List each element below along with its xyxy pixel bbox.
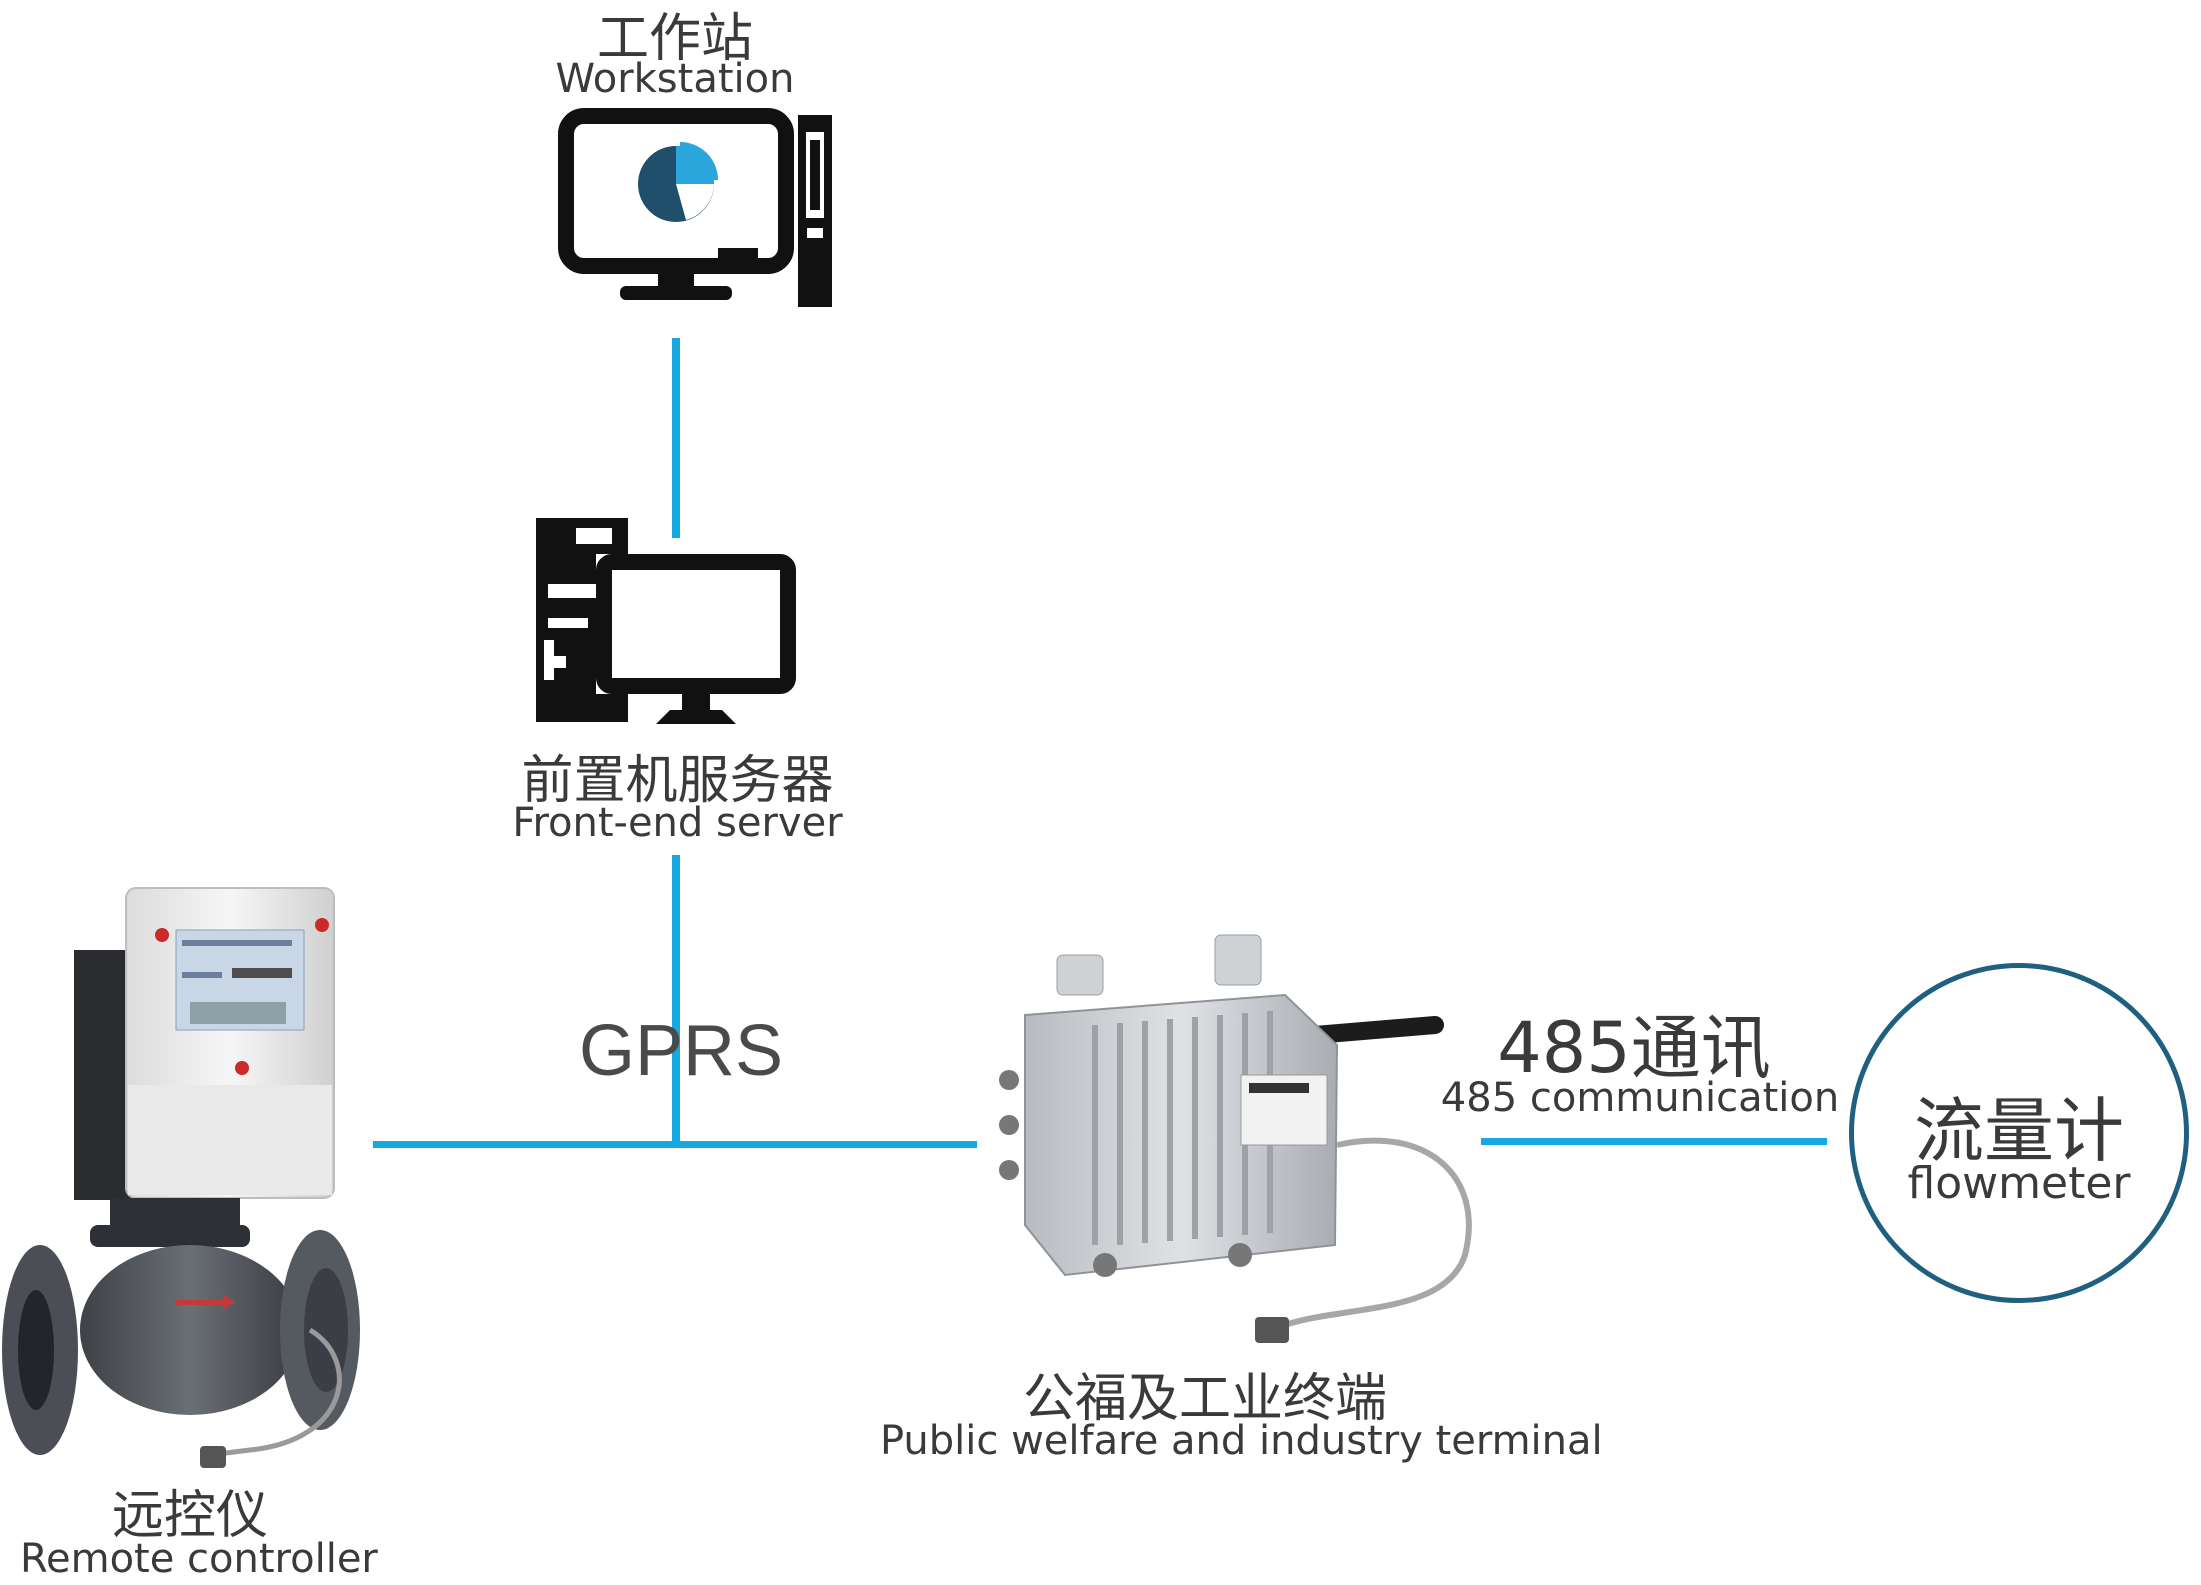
flowmeter-label-cn: 流量计 bbox=[1914, 1090, 2124, 1172]
server-computer-icon bbox=[536, 518, 796, 724]
remote-controller-valve-photo bbox=[2, 887, 360, 1468]
terminal-label-en: Public welfare and industry terminal bbox=[880, 1418, 1603, 1464]
workstation-label-en: Workstation bbox=[555, 56, 795, 102]
remote-controller-label-cn: 远控仪 bbox=[111, 1486, 268, 1546]
flowmeter-label-en: flowmeter bbox=[1907, 1158, 2131, 1209]
gprs-label: GPRS bbox=[578, 1011, 784, 1091]
link-485-label-en: 485 communication bbox=[1440, 1075, 1840, 1121]
terminal-label-cn: 公福及工业终端 bbox=[1022, 1369, 1387, 1429]
line-server-bus bbox=[672, 855, 680, 1145]
remote-controller-label-en: Remote controller bbox=[20, 1536, 378, 1582]
line-485-link bbox=[1481, 1138, 1827, 1145]
line-gprs-bus bbox=[373, 1141, 977, 1148]
server-label-en: Front-end server bbox=[512, 800, 843, 846]
workstation-computer-icon bbox=[558, 108, 832, 307]
terminal-box-photo bbox=[999, 934, 1472, 1343]
line-workstation-server bbox=[672, 338, 680, 538]
workstation-label-cn: 工作站 bbox=[596, 9, 753, 69]
link-485-label-cn: 485通讯 bbox=[1497, 1007, 1771, 1089]
server-label-cn: 前置机服务器 bbox=[521, 751, 834, 811]
flowmeter-circle bbox=[1849, 963, 2189, 1303]
